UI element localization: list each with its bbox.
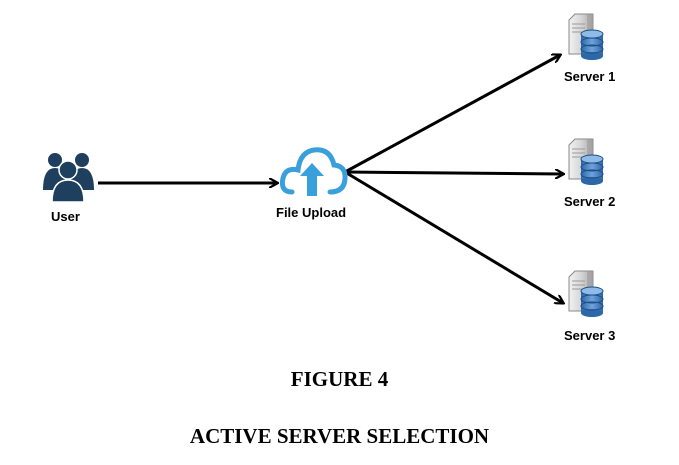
database-server-icon bbox=[568, 138, 604, 186]
node-server-3: Server 3 bbox=[564, 270, 615, 343]
user-label: User bbox=[51, 209, 80, 224]
database-server-icon bbox=[568, 13, 604, 61]
edges bbox=[98, 55, 563, 303]
cloud-upload-icon bbox=[279, 147, 348, 196]
server-2-label: Server 2 bbox=[564, 194, 615, 209]
edge-upload-to-server2 bbox=[344, 172, 563, 174]
database-server-icon bbox=[568, 270, 604, 318]
users-group-icon bbox=[43, 153, 94, 203]
node-user: User bbox=[43, 153, 94, 224]
server-1-label: Server 1 bbox=[564, 69, 615, 84]
active-server-selection-diagram: User File Upload Server 1 Server 2 Serve… bbox=[43, 13, 615, 343]
file-upload-label: File Upload bbox=[276, 205, 346, 220]
server-3-label: Server 3 bbox=[564, 328, 615, 343]
node-file-upload: File Upload bbox=[276, 147, 348, 220]
node-server-2: Server 2 bbox=[564, 138, 615, 209]
node-server-1: Server 1 bbox=[564, 13, 615, 84]
edge-upload-to-server1 bbox=[344, 55, 560, 174]
figure-number: FIGURE 4 bbox=[290, 367, 389, 391]
figure-title: ACTIVE SERVER SELECTION bbox=[189, 424, 490, 448]
edge-upload-to-server3 bbox=[344, 170, 563, 303]
